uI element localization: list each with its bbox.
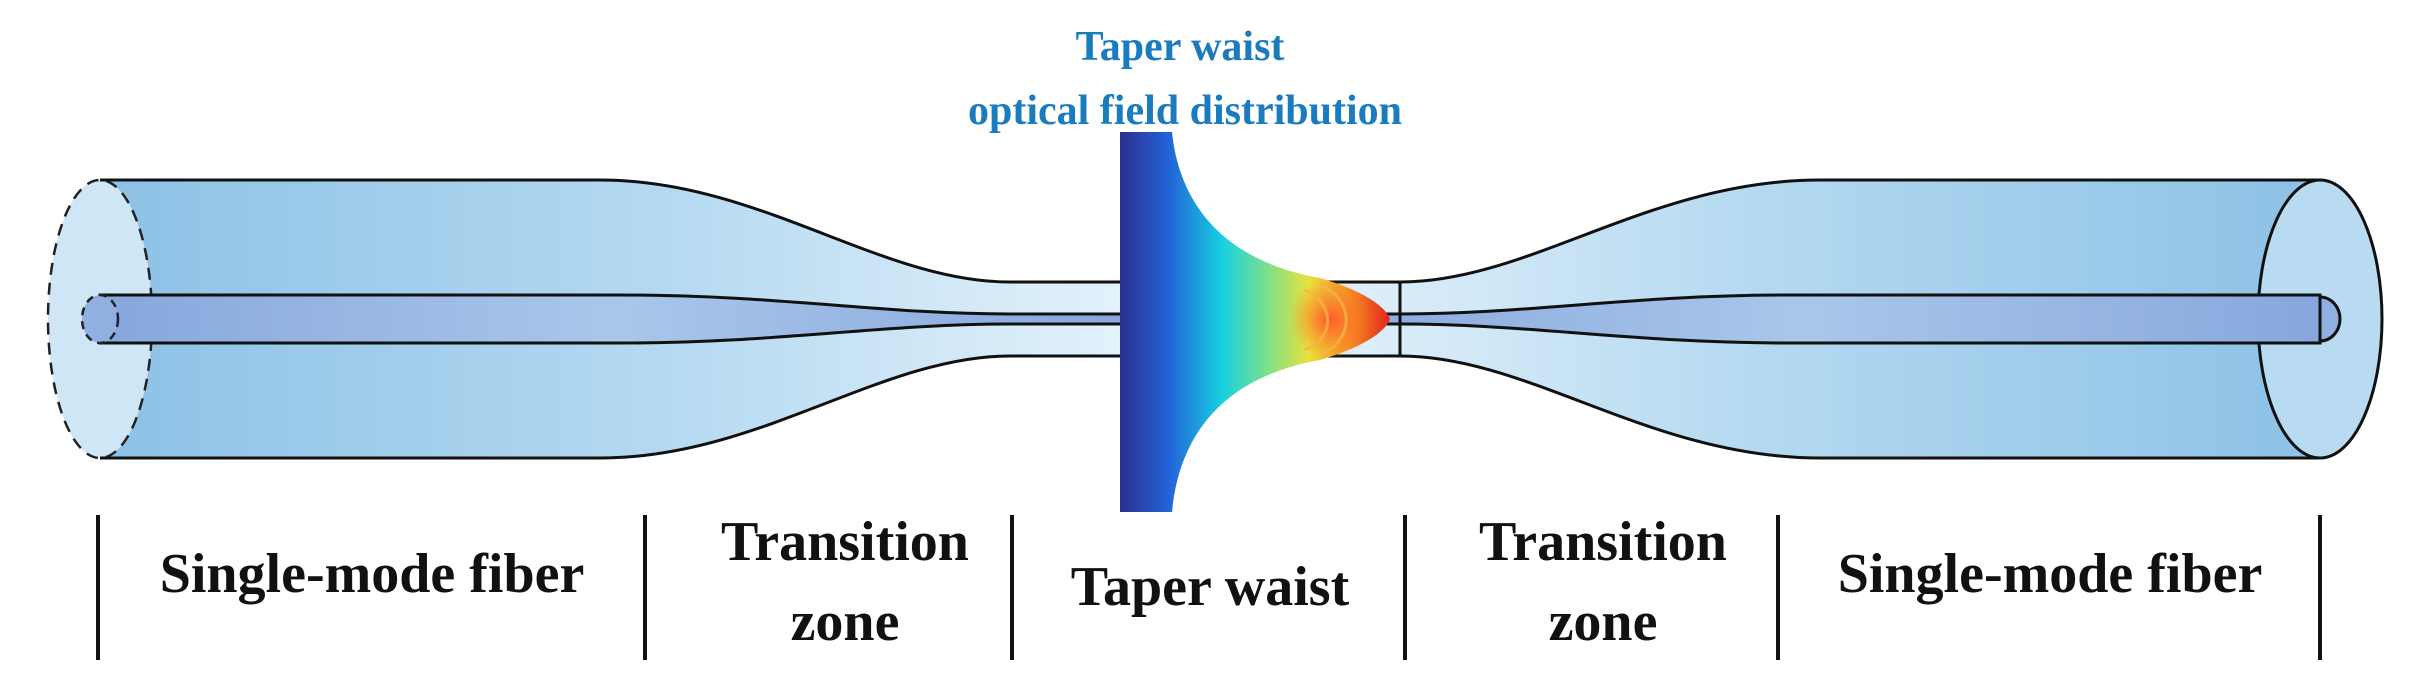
section-label-transition-right-1: Transition xyxy=(1479,511,1727,573)
optical-field-distribution xyxy=(1120,132,1390,512)
section-label-transition-right-2: zone xyxy=(1549,591,1658,653)
taper-waist-segment xyxy=(1390,280,1402,358)
right-core xyxy=(1288,293,2322,345)
right-cladding-outline xyxy=(1290,178,2320,460)
section-label-transition-left-2: zone xyxy=(791,591,900,653)
field-peak-contour xyxy=(1304,283,1348,357)
section-label-smf-left: Single-mode fiber xyxy=(160,543,585,605)
field-annotation-line2: optical field distribution xyxy=(968,88,1402,134)
left-cladding-outline xyxy=(100,178,1130,460)
section-label-transition-left-1: Transition xyxy=(721,511,969,573)
section-label-taper-waist: Taper waist xyxy=(1071,556,1350,618)
field-annotation-line1: Taper waist xyxy=(1076,24,1285,70)
left-core-face xyxy=(80,293,120,345)
field-peak-spot xyxy=(1288,279,1372,359)
section-dividers xyxy=(96,515,2322,660)
section-label-smf-right: Single-mode fiber xyxy=(1838,543,2263,605)
